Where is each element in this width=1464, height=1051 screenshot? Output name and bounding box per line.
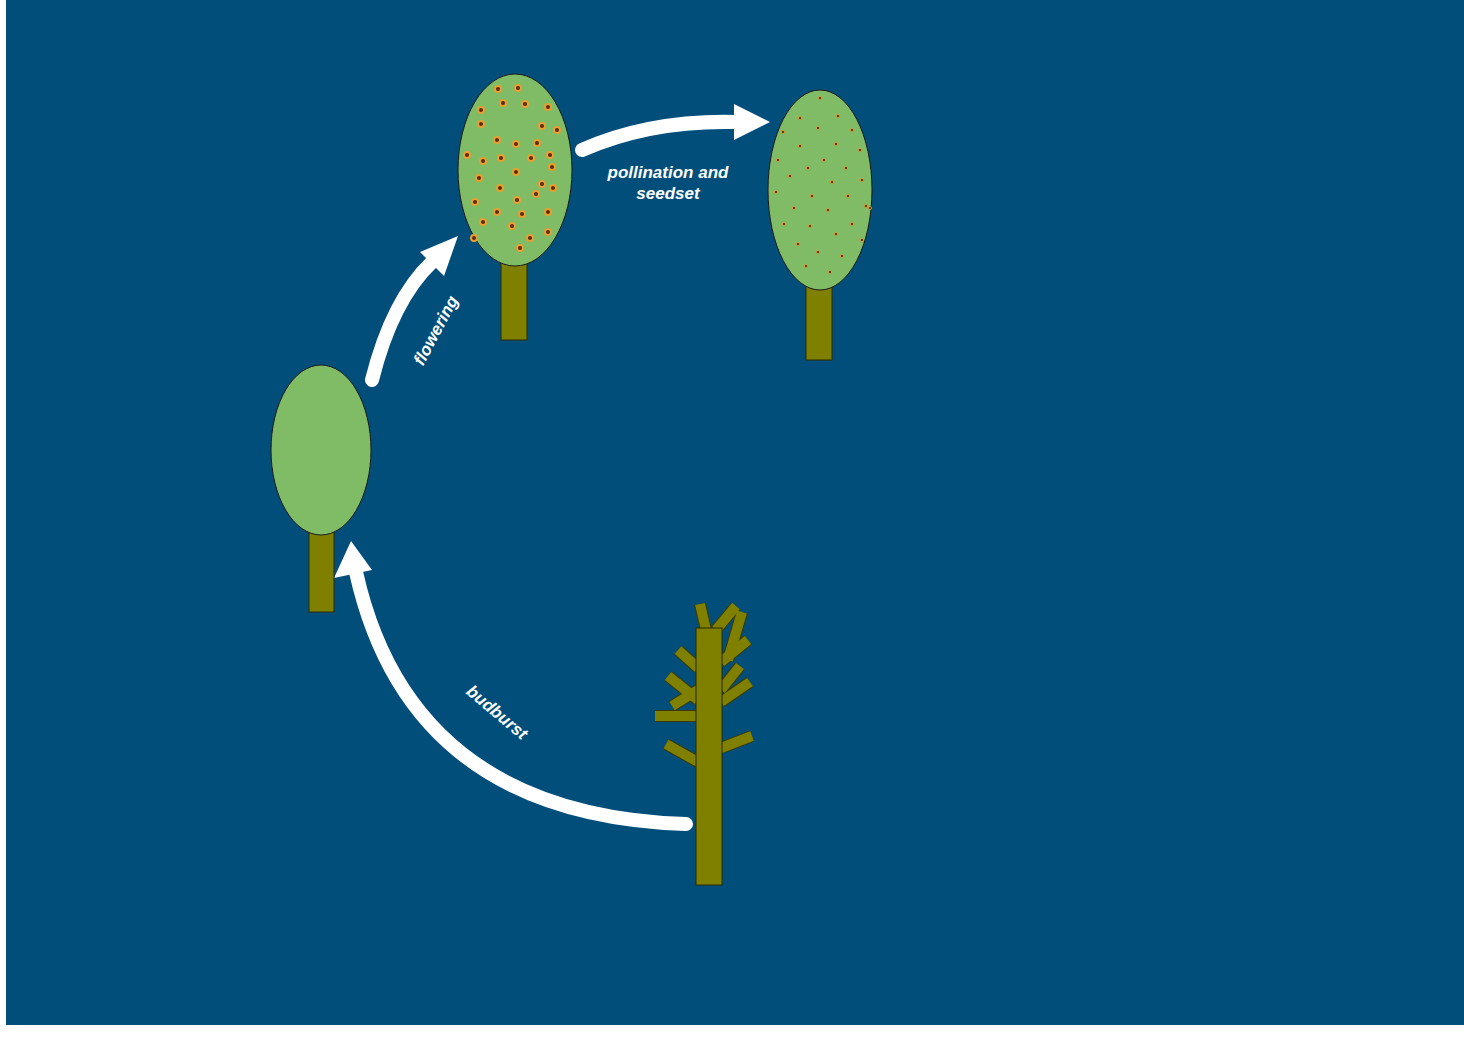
pollination-arrow	[582, 122, 735, 150]
budburst-arrow	[356, 572, 686, 824]
seed-tree	[768, 90, 872, 360]
leafy-tree	[271, 365, 371, 612]
arrow-head	[734, 104, 770, 140]
background	[6, 0, 1464, 1025]
flowers	[464, 85, 560, 251]
flowering-tree	[458, 74, 572, 340]
seeds	[774, 96, 871, 273]
arrow-head	[420, 236, 458, 276]
arrow-label: pollination and seedset	[593, 162, 743, 204]
arrow-head	[334, 541, 372, 578]
bare-tree	[655, 604, 752, 885]
